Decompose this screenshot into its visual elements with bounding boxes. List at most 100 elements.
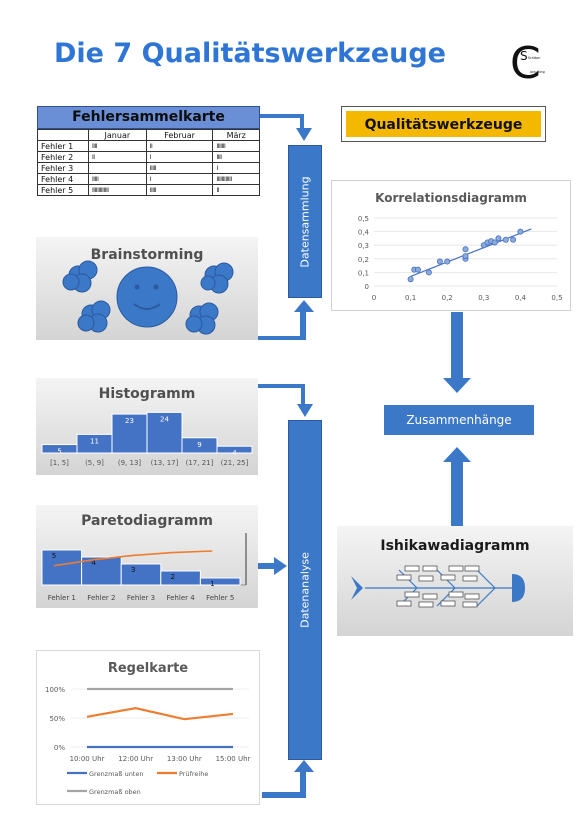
data-point	[407, 276, 414, 283]
table-cell: IIIII	[145, 184, 214, 196]
thought-cloud-icon	[62, 260, 98, 293]
smiley-face-icon	[116, 266, 178, 328]
arrow-ishikawa-icon	[443, 447, 471, 526]
x-tick-label: 0,5	[551, 294, 562, 302]
x-tick-label: 0,4	[515, 294, 527, 302]
table-cell: I	[212, 162, 260, 174]
bar-value-label: 4	[91, 559, 96, 567]
y-tick-label: 0,2	[358, 256, 369, 264]
histogram-bar	[111, 413, 148, 454]
bar-value-label: 5	[52, 552, 56, 560]
fish-tail-icon	[351, 576, 363, 600]
pareto-title: Paretodiagramm	[81, 513, 213, 529]
table-cell	[88, 162, 147, 174]
qualitaetswerkzeuge-label: Qualitätswerkzeuge	[346, 111, 541, 137]
legend-label: Grenzmaß oben	[89, 788, 141, 796]
table-cell: II	[212, 184, 260, 196]
arrow-histogramm-icon	[258, 384, 313, 417]
table-cell: I	[145, 173, 214, 185]
table-row: Fehler 1 IIII II IIIIIII	[37, 140, 260, 152]
logo-line-2: onsulting	[530, 70, 545, 74]
x-category-label: Fehler 5	[206, 594, 234, 602]
table-cell: IIIIIIIIIIII	[212, 173, 260, 185]
arrow-brainstorming-icon	[258, 300, 314, 340]
arrow-korrelation-icon	[443, 312, 471, 393]
table-cell: IIIIIIIIIIIII	[88, 184, 147, 196]
data-point	[462, 253, 469, 260]
data-point	[491, 239, 498, 246]
korrelation-panel: Korrelationsdiagramm 0 0,1 0,2 0,3 0,4 0,5 0 0,…	[331, 180, 571, 311]
korrelation-title: Korrelationsdiagramm	[375, 191, 527, 205]
x-tick-label: 0,2	[442, 294, 453, 302]
table-header-cell: März	[212, 129, 260, 141]
arrow-regelkarte-icon	[262, 760, 314, 798]
x-tick-label: 13:00 Uhr	[167, 755, 202, 763]
ishikawa-panel: Ishikawadiagramm	[337, 526, 573, 636]
bar-value-label: 2	[171, 573, 175, 581]
bar-value-label: 24	[160, 415, 169, 423]
data-point	[425, 269, 432, 276]
x-tick-label: 0	[372, 294, 376, 302]
histogram-bar	[146, 411, 183, 454]
data-point	[517, 228, 524, 235]
table-row: Fehler 5 IIIIIIIIIIIII IIIII II	[37, 184, 260, 196]
table-cell: Fehler 1	[37, 140, 89, 152]
y-tick-label: 0,5	[358, 215, 369, 223]
company-logo: C S Schikon onsulting	[510, 40, 545, 82]
x-category-label: (13, 17]	[151, 459, 179, 467]
table-header-cell: Januar	[88, 129, 147, 141]
y-tick-label: 0%	[54, 744, 65, 752]
table-cell: IIII	[88, 140, 147, 152]
table-header-cell: Februar	[145, 129, 214, 141]
table-cell: II	[145, 140, 214, 152]
table-cell: IIIII	[145, 162, 214, 174]
y-tick-label: 50%	[49, 715, 65, 723]
x-category-label: Fehler 2	[87, 594, 115, 602]
bar-value-label: 9	[197, 441, 201, 449]
brainstorming-panel: Brainstorming	[36, 237, 258, 340]
ishikawa-title: Ishikawadiagramm	[380, 538, 530, 554]
pareto-bar	[120, 563, 162, 586]
y-tick-label: 0,4	[358, 229, 370, 237]
x-category-label: (9, 13]	[118, 459, 142, 467]
data-point	[462, 246, 469, 253]
zusammenhaenge-box: Zusammenhänge	[384, 405, 534, 435]
y-tick-label: 0,1	[358, 269, 369, 277]
table-row: Fehler 3 IIIII I	[37, 162, 260, 174]
x-category-label: Fehler 1	[48, 594, 76, 602]
series-line	[86, 707, 234, 721]
data-point	[444, 258, 451, 265]
cumulative-line	[53, 550, 213, 567]
bar-value-label: 3	[131, 566, 135, 574]
x-tick-label: 10:00 Uhr	[70, 755, 105, 763]
x-tick-label: 0,3	[478, 294, 489, 302]
x-tick-label: 15:00 Uhr	[216, 755, 251, 763]
fehlersammelkarte-title: Fehlersammelkarte	[37, 106, 260, 129]
qualitaetswerkzeuge-box: Qualitätswerkzeuge	[341, 106, 546, 142]
datensammlung-bar: Datensammlung	[288, 145, 322, 298]
fehlersammelkarte-table: Januar Februar März Fehler 1 IIII II III…	[37, 129, 260, 196]
bar-value-label: 4	[232, 449, 237, 457]
regelkarte-title: Regelkarte	[107, 661, 189, 676]
data-point	[510, 236, 517, 243]
histogramm-chart: 5[1, 5]11(5, 9]23(9, 13]24(13, 17]9(17, …	[41, 411, 253, 467]
data-point	[495, 235, 502, 242]
y-tick-label: 0	[365, 283, 369, 291]
trend-line	[410, 228, 532, 278]
page-title: Die 7 Qualitätswerkzeuge	[54, 38, 446, 69]
histogram-bar	[181, 437, 218, 454]
histogramm-panel: Histogramm 5[1, 5]11(5, 9]23(9, 13]24(13…	[36, 378, 258, 475]
table-cell: Fehler 4	[37, 173, 89, 185]
bar-value-label: 5	[57, 448, 61, 456]
thought-cloud-icon	[185, 302, 219, 335]
datenanalyse-label: Datenanalyse	[298, 552, 312, 628]
logo-letter-s: S	[520, 49, 528, 63]
fishbone-illustration	[351, 565, 525, 608]
brainstorming-illustration	[62, 260, 234, 335]
thought-cloud-icon	[200, 262, 234, 294]
data-point	[414, 266, 421, 273]
